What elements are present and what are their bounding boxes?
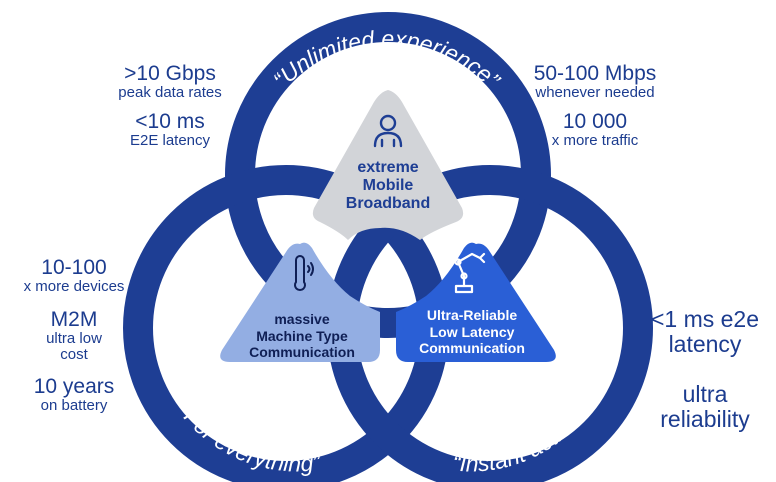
- m2m-caption-2: cost: [60, 345, 88, 363]
- urllc-segment: [396, 242, 556, 362]
- robot-arm-icon: [454, 252, 486, 294]
- left-stats: 10-100 x more devices M2M ultra low cost…: [0, 256, 148, 415]
- reliability-line-1: ultra: [682, 380, 728, 407]
- latency-caption: E2E latency: [129, 131, 211, 149]
- e2e-latency-line-2: latency: [668, 331, 742, 358]
- right-stats: <1 ms e2e latency ultra reliability: [634, 306, 776, 432]
- speed-caption: whenever needed: [535, 84, 655, 102]
- m2m-caption-1: ultra low: [46, 329, 102, 347]
- mmtc-label-line-2: Machine Type: [256, 328, 348, 344]
- urllc-label-line-1: Ultra-Reliable: [427, 307, 517, 323]
- urllc-label-line-3: Communication: [419, 340, 525, 356]
- devices-value: 10-100: [41, 256, 107, 279]
- speed-value: 50-100 Mbps: [533, 62, 657, 85]
- latency-value: <10 ms: [135, 109, 205, 133]
- top-left-stats: >10 Gbps peak data rates <10 ms E2E late…: [95, 62, 245, 149]
- reliability-line-2: reliability: [660, 405, 750, 432]
- embb-label-line-2: Mobile: [363, 177, 414, 194]
- embb-label-line-3: Broadband: [346, 195, 430, 212]
- battery-value: 10 years: [33, 375, 115, 399]
- battery-caption: on battery: [40, 397, 108, 415]
- mmtc-label-line-3: Communication: [249, 344, 355, 360]
- embb-segment: [312, 90, 464, 240]
- traffic-caption: x more traffic: [551, 131, 639, 149]
- e2e-latency-line-1: <1 ms e2e: [650, 306, 760, 332]
- peak-rate-caption: peak data rates: [118, 84, 222, 102]
- traffic-value: 10 000: [562, 109, 628, 133]
- devices-caption: x more devices: [23, 278, 125, 296]
- top-right-stats: 50-100 Mbps whenever needed 10 000 x mor…: [510, 62, 680, 149]
- mmtc-label-line-1: massive: [274, 311, 329, 327]
- person-icon: [373, 114, 403, 148]
- embb-label-line-1: extreme: [357, 159, 418, 176]
- thermometer-icon: [294, 255, 314, 291]
- peak-rate-value: >10 Gbps: [124, 62, 216, 85]
- urllc-label-line-2: Low Latency: [430, 324, 515, 340]
- ring-label-left: “For everything”: [174, 398, 323, 476]
- mmtc-segment: [220, 242, 380, 362]
- m2m-value: M2M: [50, 307, 98, 331]
